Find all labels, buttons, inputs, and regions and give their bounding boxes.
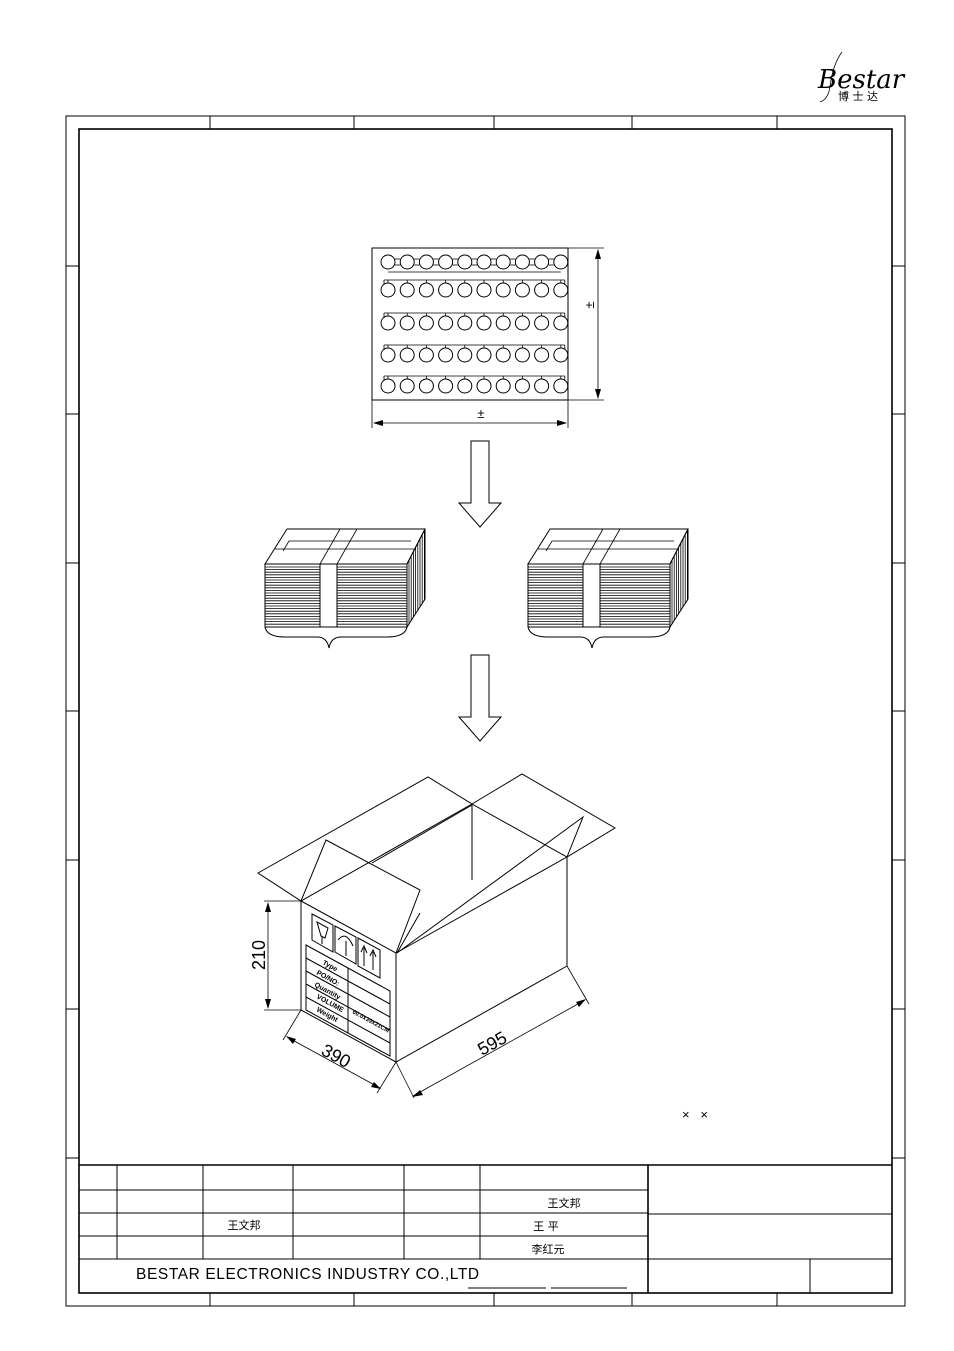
- carton-box: Type PO/NO: Quantity VOLUME Weight 60.0x…: [249, 773, 616, 1099]
- tray-cavity: [380, 254, 396, 270]
- tray-cavity: [514, 254, 530, 270]
- tray-cavity: [495, 254, 511, 270]
- tray-cavity: [399, 315, 415, 331]
- tray-cavity: [418, 347, 434, 363]
- tray-cavity: [553, 378, 569, 394]
- carton-height-dimension: 210: [249, 940, 269, 970]
- tray-stack-left: [264, 528, 426, 649]
- tray-cavity: [418, 315, 434, 331]
- tray-cavity: [476, 254, 492, 270]
- tray-cavity: [380, 347, 396, 363]
- tray-cavity: [457, 378, 473, 394]
- tray-cavity: [457, 254, 473, 270]
- tray-cavity: [418, 254, 434, 270]
- tray-cavity: [476, 282, 492, 298]
- tray-cavity: [534, 282, 550, 298]
- tray-cavity: [380, 315, 396, 331]
- tray-cavity: [514, 282, 530, 298]
- tray-cavity: [457, 282, 473, 298]
- stack-side-face: [669, 528, 689, 629]
- tray-cavity: [438, 378, 454, 394]
- glass-fragile-icon: [311, 913, 334, 953]
- logo-subtitle: 博 士 达: [838, 90, 878, 103]
- title-block: 王文邦 王 平 李红元 王文邦 BESTAR ELECTRONICS INDUS…: [79, 1164, 892, 1293]
- approver-name: 李红元: [532, 1242, 565, 1256]
- tray-cavity: [457, 347, 473, 363]
- tray-height-dimension: ±: [582, 301, 597, 308]
- blister-tray: ± ±: [371, 247, 604, 428]
- tray-cavity: [399, 254, 415, 270]
- tray-cavity: [495, 282, 511, 298]
- down-arrow-icon: [457, 440, 503, 528]
- this-way-up-icon: [357, 937, 381, 979]
- carton-size-note: × ×: [682, 1107, 708, 1122]
- tray-cavity: [553, 347, 569, 363]
- keep-dry-umbrella-icon: [334, 925, 357, 965]
- stack-brace: [264, 626, 408, 649]
- tray-cavity: [418, 378, 434, 394]
- sheet-frame: [65, 115, 906, 1307]
- tray-cavity: [495, 378, 511, 394]
- stack-side-face: [406, 528, 426, 629]
- tray-cavity: [553, 254, 569, 270]
- tray-cavity: [514, 315, 530, 331]
- tray-cavity: [438, 347, 454, 363]
- down-arrow-icon: [457, 654, 503, 742]
- tray-cavity: [553, 282, 569, 298]
- tray-cavity: [495, 315, 511, 331]
- tray-stack-right: [527, 528, 689, 649]
- tray-cavity: [553, 315, 569, 331]
- stack-band: [319, 528, 358, 565]
- stack-brace: [527, 626, 671, 649]
- tray-cavity: [534, 378, 550, 394]
- tray-cavity: [438, 282, 454, 298]
- company-name: BESTAR ELECTRONICS INDUSTRY CO.,LTD: [136, 1266, 480, 1283]
- carton-label: Type PO/NO: Quantity VOLUME Weight 60.0x…: [305, 944, 391, 1057]
- tray-cavity: [399, 347, 415, 363]
- tray-cavity: [534, 347, 550, 363]
- carton-width-dimension: 390: [318, 1040, 354, 1072]
- stack-band: [319, 563, 338, 628]
- tray-cavity: [438, 254, 454, 270]
- logo-brand: Bestar: [817, 65, 906, 95]
- tray-cavity: [476, 315, 492, 331]
- stack-top-face: [527, 528, 689, 565]
- tray-cavity: [476, 347, 492, 363]
- drawer-name: 王文邦: [228, 1218, 261, 1232]
- bestar-logo: Bestar 博 士 达: [817, 51, 906, 103]
- stack-band: [582, 563, 601, 628]
- tray-cavity: [380, 282, 396, 298]
- stack-edge: [545, 540, 674, 552]
- tray-cavity: [514, 347, 530, 363]
- tray-cavity: [399, 378, 415, 394]
- tray-cavity: [514, 378, 530, 394]
- checker-name: 王 平: [533, 1220, 559, 1233]
- tray-cavity: [476, 378, 492, 394]
- tray-cavity: [534, 254, 550, 270]
- stack-edge: [282, 540, 411, 552]
- stack-top-face: [264, 528, 426, 565]
- stack-band: [582, 528, 621, 565]
- tray-width-dimension: ±: [477, 406, 484, 421]
- tray-cavity: [534, 315, 550, 331]
- tray-cavity: [399, 282, 415, 298]
- tray-cavity: [418, 282, 434, 298]
- tray-cavity: [438, 315, 454, 331]
- designer-name: 王文邦: [548, 1196, 581, 1210]
- tray-cavity: [495, 347, 511, 363]
- tray-cavity: [380, 378, 396, 394]
- tray-cavity: [457, 315, 473, 331]
- carton-length-dimension: 595: [474, 1027, 510, 1059]
